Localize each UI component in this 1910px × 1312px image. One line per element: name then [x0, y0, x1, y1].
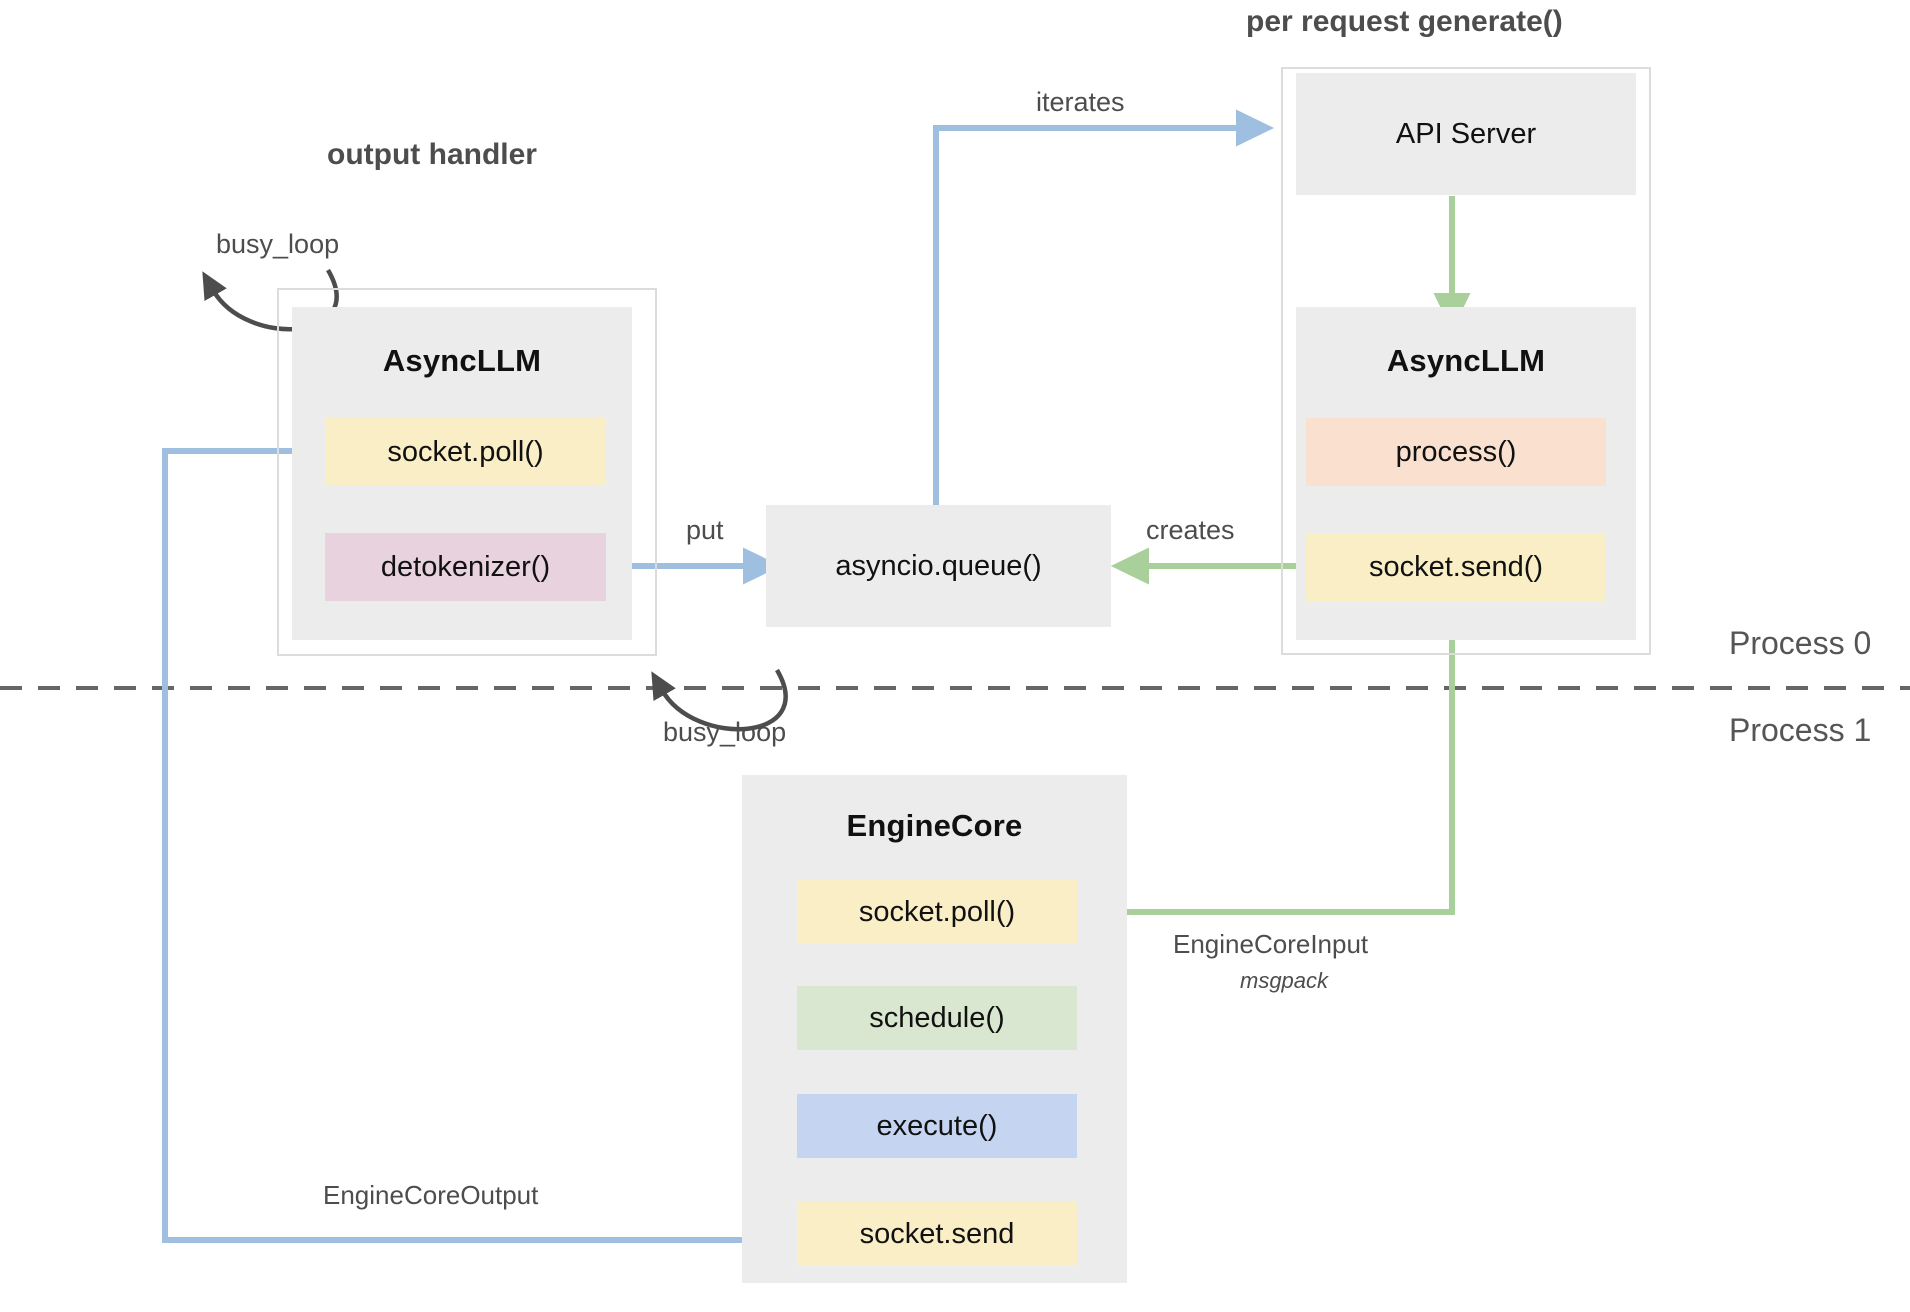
engine-core-item-socket-send[interactable]: socket.send [797, 1202, 1077, 1266]
process-0-label: Process 0 [1729, 625, 1872, 661]
engine-core-item-schedule[interactable]: schedule() [797, 986, 1077, 1050]
creates-label: creates [1146, 515, 1235, 545]
async-llm-left-item-socket-poll[interactable]: socket.poll() [325, 418, 606, 486]
engine-core-title: EngineCore [846, 808, 1023, 843]
caption-per-request-generate: per request generate() [1246, 5, 1563, 38]
async-llm-right-item-process[interactable]: process() [1306, 418, 1606, 486]
engine-core-input-label: EngineCoreInput [1173, 929, 1369, 959]
busy-loop-label-top: busy_loop [216, 229, 340, 259]
async-llm-left-title: AsyncLLM [382, 343, 542, 378]
engine-core-input-sublabel: msgpack [1240, 968, 1329, 993]
busy-loop-label-bottom: busy_loop [663, 717, 787, 747]
asyncio-queue-node[interactable]: asyncio.queue() [766, 505, 1111, 627]
engine-core-output-label: EngineCoreOutput [323, 1180, 539, 1210]
output-handler-container [277, 288, 657, 656]
iterates-label: iterates [1036, 87, 1125, 117]
iterates-arrow [933, 109, 1275, 505]
async-llm-right-item-socket-send[interactable]: socket.send() [1306, 533, 1606, 601]
async-llm-left-item-detokenizer[interactable]: detokenizer() [325, 533, 606, 601]
process-1-label: Process 1 [1729, 712, 1872, 748]
per-request-container [1281, 67, 1651, 655]
caption-output-handler: output handler [327, 138, 537, 171]
engine-core-item-execute[interactable]: execute() [797, 1094, 1077, 1158]
put-label: put [686, 515, 724, 545]
engine-core-item-socket-poll[interactable]: socket.poll() [797, 880, 1077, 944]
async-llm-right-title: AsyncLLM [1386, 343, 1546, 378]
api-server-node[interactable]: API Server [1296, 73, 1636, 195]
